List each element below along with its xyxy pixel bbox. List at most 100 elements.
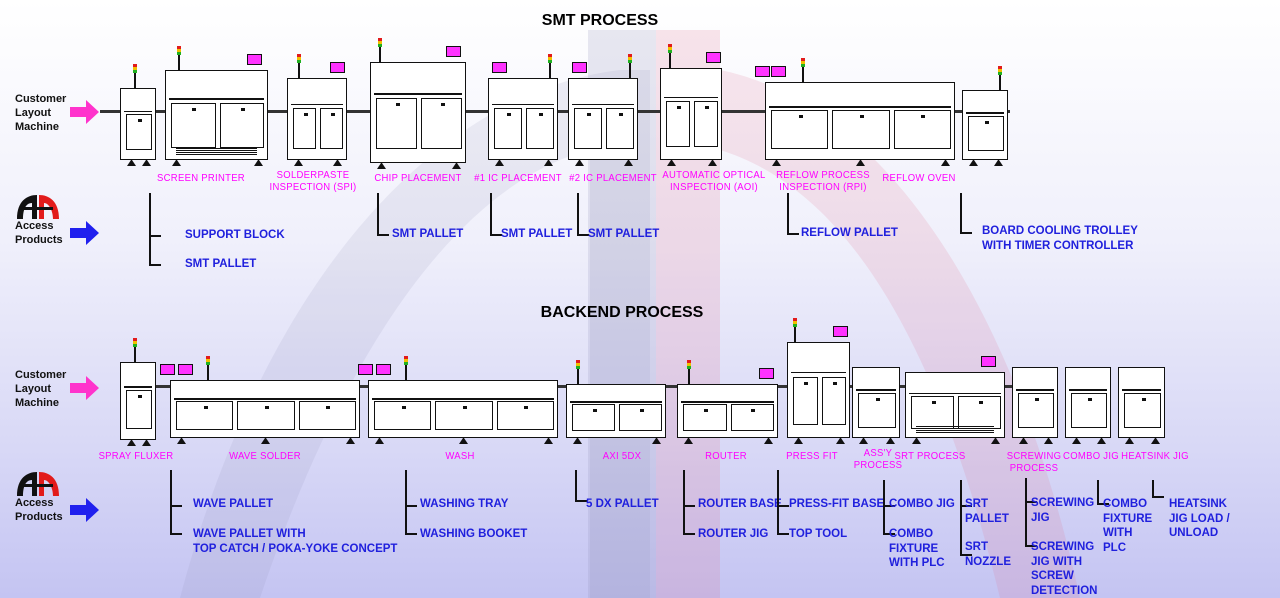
- tower-pole: [134, 347, 136, 362]
- rpi-machine[interactable]: [765, 82, 955, 166]
- label-line: CHIP PLACEMENT: [374, 173, 462, 184]
- assy-process-machine[interactable]: [852, 367, 900, 444]
- axi-5dx-machine[interactable]: [566, 384, 666, 444]
- loader-machine[interactable]: [120, 88, 156, 166]
- aoi-machine[interactable]: [660, 68, 722, 166]
- combo-jig-product-product[interactable]: COMBO JIG: [889, 497, 955, 512]
- smt-pallet-ic1-product[interactable]: SMT PALLET: [501, 227, 572, 242]
- product-line: PRESS-FIT BASE: [789, 498, 885, 510]
- spi-machine[interactable]: [287, 78, 347, 166]
- srt-process-machine[interactable]: [905, 372, 1005, 444]
- washing-booket-product[interactable]: WASHING BOOKET: [420, 527, 527, 542]
- product-line: WASHING BOOKET: [420, 528, 528, 540]
- machine-foot: [127, 159, 136, 166]
- smt-process-title: SMT PROCESS: [541, 12, 659, 29]
- connector-line: [683, 470, 685, 534]
- label-line: INSPECTION (AOI): [670, 182, 758, 193]
- reflow-oven-label: REFLOW OVEN: [882, 173, 955, 185]
- top-tool-product[interactable]: TOP TOOL: [789, 527, 847, 542]
- legend-text: Access: [15, 220, 54, 232]
- machine-door: [893, 110, 951, 150]
- machine-foot: [859, 437, 868, 444]
- combo-jig-machine[interactable]: [1065, 367, 1111, 444]
- label-line: INSPECTION (SPI): [269, 182, 357, 193]
- product-line: COMBO: [1103, 498, 1148, 510]
- smt-pallet-ic2-product[interactable]: SMT PALLET: [588, 227, 659, 242]
- machine-foot: [941, 159, 950, 166]
- connector-tick: [377, 234, 389, 236]
- screwing-process-machine[interactable]: [1012, 367, 1058, 444]
- tower-pole: [379, 47, 381, 62]
- chip-placement-label: CHIP PLACEMENT: [374, 173, 461, 185]
- machine-divider: [372, 398, 554, 400]
- wash-machine[interactable]: [368, 380, 558, 444]
- wave-solder-machine[interactable]: [170, 380, 360, 444]
- product-line: SMT PALLET: [501, 228, 573, 240]
- machine-door: [572, 403, 615, 431]
- label-line: PROCESS: [1009, 463, 1059, 474]
- product-line: SCREWING: [1031, 541, 1095, 553]
- machine-foot: [294, 159, 303, 166]
- router-base-product[interactable]: ROUTER BASE: [698, 497, 782, 512]
- reflow-oven-machine[interactable]: [962, 90, 1008, 166]
- smt-pallet-chip-product[interactable]: SMT PALLET: [392, 227, 463, 242]
- label-line: #1 IC PLACEMENT: [474, 173, 562, 184]
- machine-foot: [544, 159, 553, 166]
- reflow-pallet-product[interactable]: REFLOW PALLET: [801, 226, 898, 241]
- press-fit-machine[interactable]: [787, 342, 850, 444]
- door-handle: [264, 406, 269, 410]
- door-handle: [798, 115, 803, 119]
- ic-placement-1-machine[interactable]: [488, 78, 558, 166]
- signal-tower-icon: [378, 38, 382, 47]
- door-handle: [751, 408, 756, 412]
- monitor-icon: [572, 62, 587, 73]
- 5dx-pallet-product[interactable]: 5 DX PALLET: [586, 497, 659, 512]
- ic-placement-2-machine[interactable]: [568, 78, 638, 166]
- connector-tick: [883, 533, 895, 535]
- door-handle: [138, 395, 142, 399]
- machine-divider: [169, 98, 264, 100]
- router-jig-product[interactable]: ROUTER JIG: [698, 527, 768, 542]
- heatsink-jig-machine[interactable]: [1118, 367, 1165, 444]
- smt-pallet-printer-product[interactable]: SMT PALLET: [185, 257, 256, 272]
- tower-pole: [629, 63, 631, 78]
- machine-door: [374, 401, 432, 431]
- support-block-product[interactable]: SUPPORT BLOCK: [185, 228, 285, 243]
- signal-tower-icon: [998, 66, 1002, 75]
- machine-foot: [261, 437, 270, 444]
- wave-pallet-product[interactable]: WAVE PALLET: [193, 497, 273, 512]
- machine-foot: [346, 437, 355, 444]
- machine-door: [126, 390, 152, 430]
- label-line: HEATSINK JIG: [1121, 451, 1189, 462]
- machine-foot: [886, 437, 895, 444]
- label-line: SPRAY FLUXER: [98, 451, 174, 462]
- press-fit-base-product[interactable]: PRESS-FIT BASE: [789, 497, 884, 512]
- machine-door: [666, 101, 690, 148]
- router-machine[interactable]: [677, 384, 778, 444]
- signal-tower-icon: [576, 360, 580, 369]
- screen-printer-machine[interactable]: [165, 70, 268, 166]
- tower-pole: [298, 63, 300, 78]
- machine-door: [435, 401, 493, 431]
- chip-placement-machine[interactable]: [370, 62, 466, 169]
- machine-door: [911, 396, 954, 430]
- signal-tower-icon: [793, 318, 797, 327]
- machine-door: [683, 403, 727, 431]
- machine-door: [171, 102, 216, 148]
- label-line: REFLOW PROCESS: [776, 170, 870, 181]
- door-handle: [921, 115, 926, 119]
- spray-fluxer-machine[interactable]: [120, 362, 156, 446]
- machine-divider: [791, 371, 846, 374]
- machine-foot: [624, 159, 633, 166]
- washing-tray-product[interactable]: WASHING TRAY: [420, 497, 508, 512]
